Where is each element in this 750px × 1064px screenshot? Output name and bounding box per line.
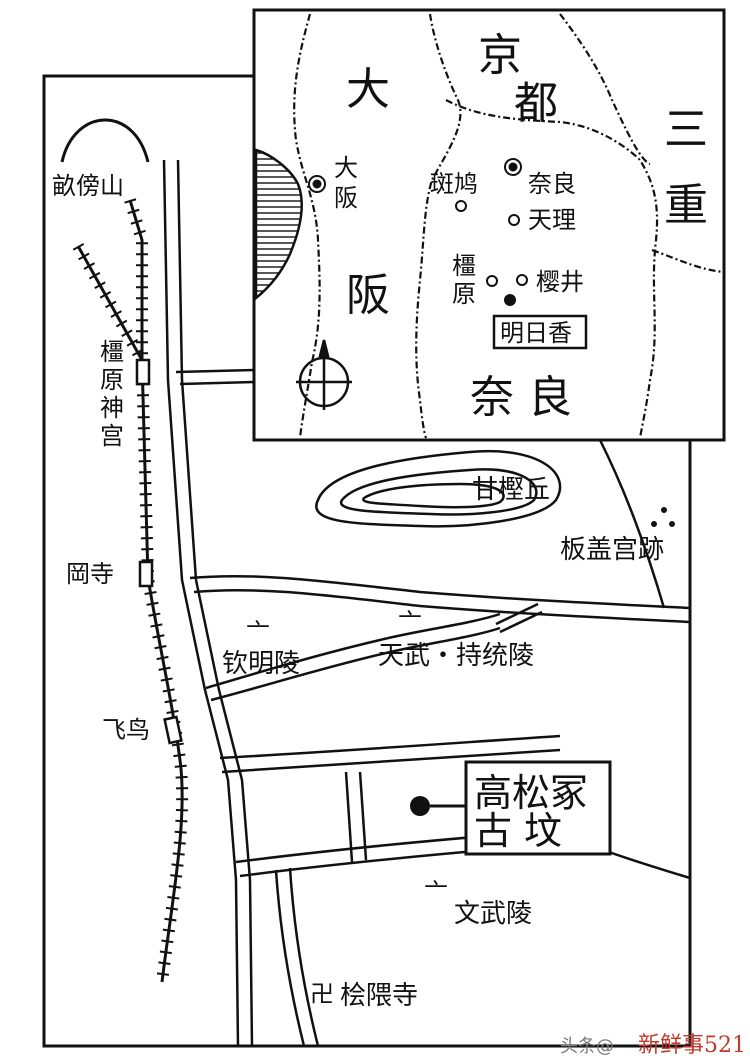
label-takamatsu-line2: 古 坟 [474,809,562,853]
inset-mie-1: 三 [664,104,708,155]
label-monmu-tomb: 文武陵 [454,899,532,929]
nara-city-marker [504,158,522,176]
label-takamatsu-line1: 高松冢 [474,771,588,815]
station-kashihara-jingu [135,358,151,386]
label-amakashi-hill: 甘樫丘 [472,475,550,505]
road-network [162,159,691,1047]
amakashi-hill-contours [315,449,562,528]
tenri-marker [508,214,520,226]
inset-city-markers [308,158,528,287]
hinokuma-temple-symbol: 卍 [310,980,334,1008]
label-tenmu-jito-tomb: 天武・持统陵 [378,641,534,671]
label-kashihara-jingu: 橿 原 神 宫 [100,338,124,450]
kinmei-tomb-symbol: 亠 [246,618,270,646]
label-hinokuma-temple: 桧隈寺 [340,981,418,1011]
inset-prefecture-borders [293,13,725,439]
label-kashihara-jingu-3: 神 [100,394,124,422]
inset-ikaruga: 斑鸠 [430,170,478,198]
inset-nara-city: 奈良 [528,170,576,198]
osaka-bay-water [254,148,303,301]
label-asuka-station: 飞鸟 [102,716,150,744]
inset-kyoto-2: 都 [514,78,558,129]
station-okadera [138,560,154,588]
compass-icon [296,339,352,410]
inset-osaka-pref-1: 大 [346,64,390,115]
inset-kashihara-2: 原 [452,280,476,308]
asuka-marker [504,294,516,306]
sakurai-marker [516,274,528,286]
svg-text:原: 原 [100,366,124,394]
inset-osaka-city-1: 大 [334,154,358,182]
inset-map-frame [252,8,726,442]
watermark-account: 新鲜事521 [638,1033,746,1058]
monmu-tomb-symbol: 亠 [424,878,448,906]
label-okadera: 岡寺 [66,560,114,588]
inset-osaka-city-2: 阪 [334,184,358,212]
takamatsu-label-box [464,760,612,856]
watermark-source: 头条@ [560,1036,614,1057]
inset-sakurai: 樱井 [536,268,584,296]
label-itabuki-palace: 板盖宫跡 [560,535,664,565]
unebi-mountain-contour [60,118,150,163]
label-kinmei-tomb: 钦明陵 [222,649,300,679]
takamatsu-tomb-marker [410,796,430,816]
station-asuka [163,715,183,745]
inset-asuka: 明日香 [500,319,572,347]
svg-text:橿: 橿 [100,338,124,366]
inset-mie-2: 重 [664,180,708,231]
label-kashihara-jingu-4: 宫 [100,422,124,450]
inset-osaka-pref-2: 阪 [346,270,390,321]
inset-kyoto-1: 京 [478,30,522,81]
inset-nara-pref: 奈 良 [470,372,572,423]
inset-tenri: 天理 [528,206,576,234]
asuka-label-box [492,314,588,350]
inset-kashihara-1: 橿 [452,252,476,280]
itabuki-palace-dots [651,507,675,527]
ikaruga-marker [455,200,467,212]
tenmu-tomb-symbol: 亠 [398,608,422,636]
label-unebi-mountain: 畝傍山 [52,172,124,200]
kashihara-marker [486,275,498,287]
railway-line [72,198,189,983]
osaka-city-marker [308,175,326,193]
